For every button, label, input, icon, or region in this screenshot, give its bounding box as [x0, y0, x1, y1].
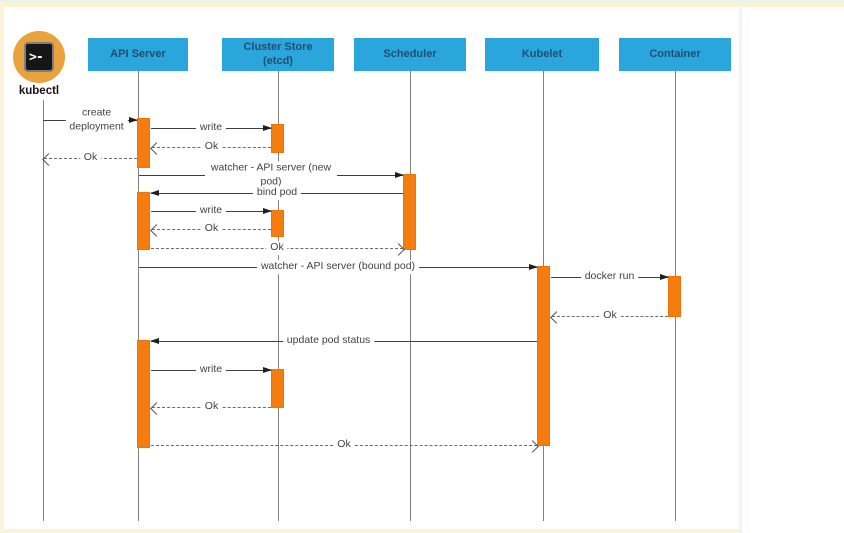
kubectl-actor-icon: >- [13, 31, 65, 83]
frame-border-right [739, 2, 742, 533]
arrowhead-icon [263, 367, 272, 373]
arrowhead-icon [42, 152, 55, 166]
terminal-prompt-glyph: >- [29, 49, 44, 65]
message-label: write [195, 363, 227, 377]
arrowhead-icon [660, 274, 669, 280]
message-label: Ok [200, 140, 223, 154]
activation-bar-api-server [137, 340, 150, 448]
arrowhead-icon [150, 401, 163, 415]
message-create-deployment: create deployment [43, 106, 138, 134]
message-ok-return: Ok [42, 151, 137, 166]
activation-bar-cluster-store [271, 210, 284, 237]
arrowhead-icon [150, 338, 159, 344]
actor-box-container: Container [619, 38, 731, 71]
message-label: Ok [200, 222, 223, 236]
message-label: Ok [200, 400, 223, 414]
frame-border-top [0, 2, 844, 7]
message-label: Ok [333, 438, 355, 452]
activation-bar-scheduler [403, 174, 416, 250]
frame-border-bottom [0, 529, 742, 533]
actor-box-cluster-store: Cluster Store (etcd) [222, 38, 334, 71]
arrowhead-icon [263, 208, 272, 214]
message-write: write [151, 121, 272, 135]
actor-label-kubectl: kubectl [18, 85, 60, 97]
message-update-pod-status: update pod status [150, 334, 537, 348]
activation-bar-cluster-store [271, 369, 284, 408]
message-label: watcher - API server (new pod) [205, 161, 337, 189]
activation-bar-cluster-store [271, 124, 284, 153]
message-write: write [151, 363, 272, 377]
actor-box-kubelet: Kubelet [485, 38, 599, 71]
message-ok-return: Ok [151, 438, 539, 453]
message-label: docker run [580, 270, 639, 284]
message-label: bind pod [252, 186, 302, 200]
arrowhead-icon [150, 190, 159, 196]
message-write: write [151, 204, 272, 218]
arrowhead-icon [550, 310, 563, 324]
lifeline-kubectl [43, 100, 44, 521]
arrowhead-icon [395, 172, 404, 178]
activation-bar-kubelet [537, 266, 550, 446]
terminal-icon: >- [24, 42, 54, 72]
arrowhead-icon [263, 125, 272, 131]
message-ok-return: Ok [150, 140, 271, 155]
lifeline-cluster-store [278, 71, 279, 521]
frame-border-left [0, 2, 4, 533]
message-ok-return: Ok [151, 241, 405, 256]
actor-box-api-server: API Server [88, 38, 188, 71]
message-docker-run: docker run [551, 270, 669, 284]
message-label: Ok [599, 309, 621, 323]
message-label: Ok [266, 241, 288, 255]
arrowhead-icon [529, 264, 538, 270]
message-label: Ok [79, 151, 102, 165]
arrowhead-icon [150, 141, 163, 155]
message-watcher-bound-pod: watcher - API server (bound pod) [139, 260, 538, 274]
arrowhead-icon [129, 117, 138, 123]
activation-bar-api-server [137, 118, 150, 168]
message-label: create deployment [65, 106, 128, 134]
frame-border-top-accent [0, 0, 844, 2]
activation-bar-container [668, 276, 681, 317]
message-watcher-new-pod: watcher - API server (new pod) [139, 161, 404, 189]
message-label: write [195, 121, 227, 135]
message-label: update pod status [282, 334, 375, 348]
arrowhead-icon [150, 223, 163, 237]
message-bind-pod: bind pod [150, 186, 403, 200]
message-ok-return: Ok [550, 309, 668, 324]
lifeline-api-server [138, 71, 139, 521]
message-label: watcher - API server (bound pod) [256, 260, 420, 274]
message-ok-return: Ok [150, 222, 271, 237]
actor-box-scheduler: Scheduler [354, 38, 466, 71]
activation-bar-api-server [137, 192, 150, 250]
message-ok-return: Ok [150, 400, 271, 415]
lifeline-scheduler [410, 71, 411, 521]
message-label: write [195, 204, 227, 218]
